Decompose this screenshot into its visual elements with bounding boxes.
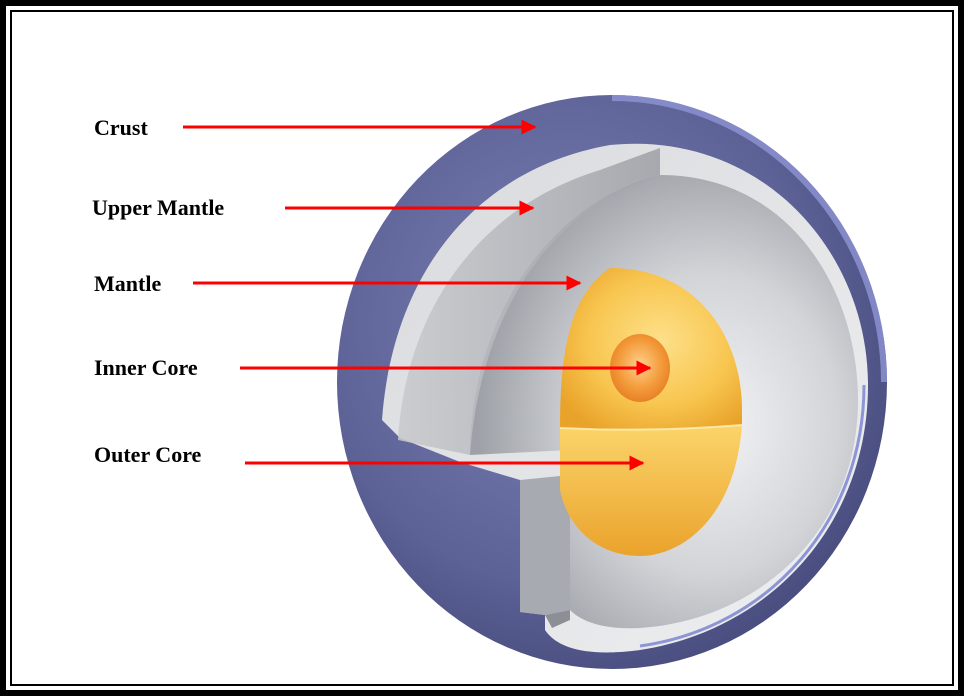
inner-core-label: Inner Core — [94, 357, 198, 379]
crust-label: Crust — [94, 117, 148, 139]
outer-core-label: Outer Core — [94, 444, 201, 466]
mantle-label: Mantle — [94, 273, 161, 295]
upper-mantle-label: Upper Mantle — [92, 197, 224, 219]
